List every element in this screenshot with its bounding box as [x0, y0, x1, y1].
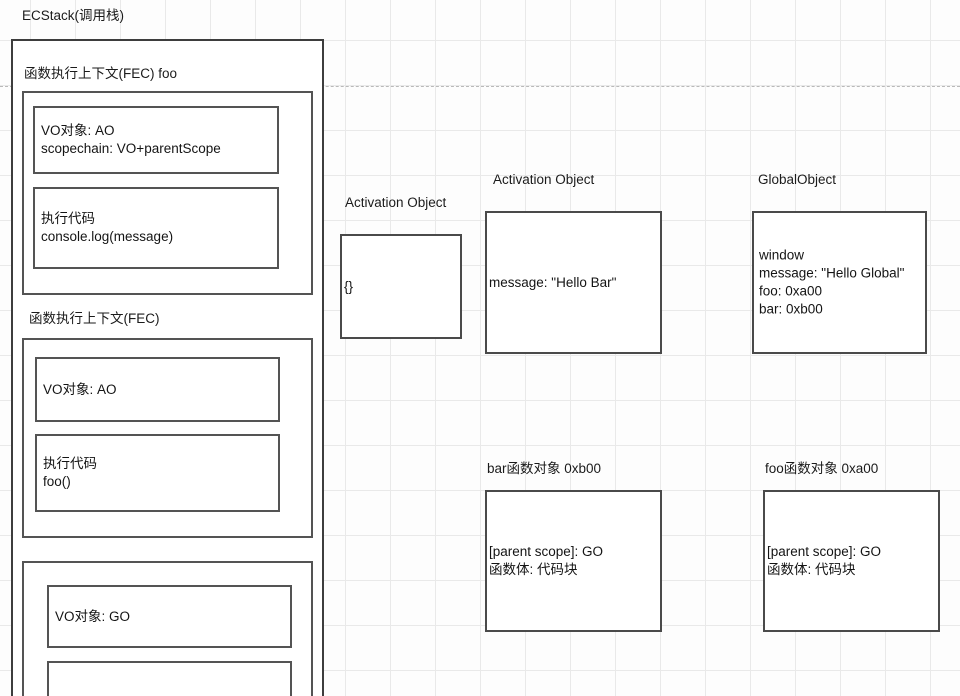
- context-3-vo-text: VO对象: GO: [55, 608, 131, 624]
- context-2-container: VO对象: AO 执行代码 foo(): [22, 338, 313, 538]
- context-1-code-text: 执行代码 console.log(message): [41, 210, 174, 244]
- activation-object-bar-caption: Activation Object: [493, 172, 595, 187]
- bar-function-object-box: [parent scope]: GO 函数体: 代码块: [485, 490, 662, 632]
- bar-function-object-body: [parent scope]: GO 函数体: 代码块: [489, 543, 604, 577]
- context-2-label: 函数执行上下文(FEC): [29, 311, 160, 326]
- context-3-container: VO对象: GO: [22, 561, 313, 696]
- context-2-code-text: 执行代码 foo(): [43, 455, 97, 489]
- activation-object-bar-box: message: "Hello Bar": [485, 211, 662, 354]
- context-1-label: 函数执行上下文(FEC) foo: [24, 66, 178, 81]
- global-object-box: window message: "Hello Global" foo: 0xa0…: [752, 211, 927, 354]
- context-1-code-slot: 执行代码 console.log(message): [33, 187, 279, 269]
- activation-object-empty-caption: Activation Object: [345, 195, 447, 210]
- context-1-container: VO对象: AO scopechain: VO+parentScope 执行代码…: [22, 91, 313, 295]
- bar-function-object-caption: bar函数对象 0xb00: [487, 461, 602, 476]
- context-3-code-slot: [47, 661, 292, 696]
- context-3-vo-slot: VO对象: GO: [47, 585, 292, 648]
- ecstack-label: ECStack(调用栈): [22, 8, 125, 23]
- activation-object-bar-body: message: "Hello Bar": [489, 274, 617, 290]
- global-object-caption: GlobalObject: [758, 172, 837, 187]
- foo-function-object-body: [parent scope]: GO 函数体: 代码块: [767, 543, 882, 577]
- context-1-vo-slot: VO对象: AO scopechain: VO+parentScope: [33, 106, 279, 174]
- global-object-body: window message: "Hello Global" foo: 0xa0…: [759, 247, 905, 317]
- activation-object-empty-box: {}: [340, 234, 462, 339]
- foo-function-object-box: [parent scope]: GO 函数体: 代码块: [763, 490, 940, 632]
- guide-line-dashed: [0, 86, 960, 87]
- context-2-code-slot: 执行代码 foo(): [35, 434, 280, 512]
- context-1-vo-text: VO对象: AO scopechain: VO+parentScope: [41, 122, 221, 156]
- context-2-vo-slot: VO对象: AO: [35, 357, 280, 422]
- activation-object-empty-body: {}: [344, 278, 354, 294]
- foo-function-object-caption: foo函数对象 0xa00: [765, 461, 879, 476]
- context-2-vo-text: VO对象: AO: [43, 381, 117, 397]
